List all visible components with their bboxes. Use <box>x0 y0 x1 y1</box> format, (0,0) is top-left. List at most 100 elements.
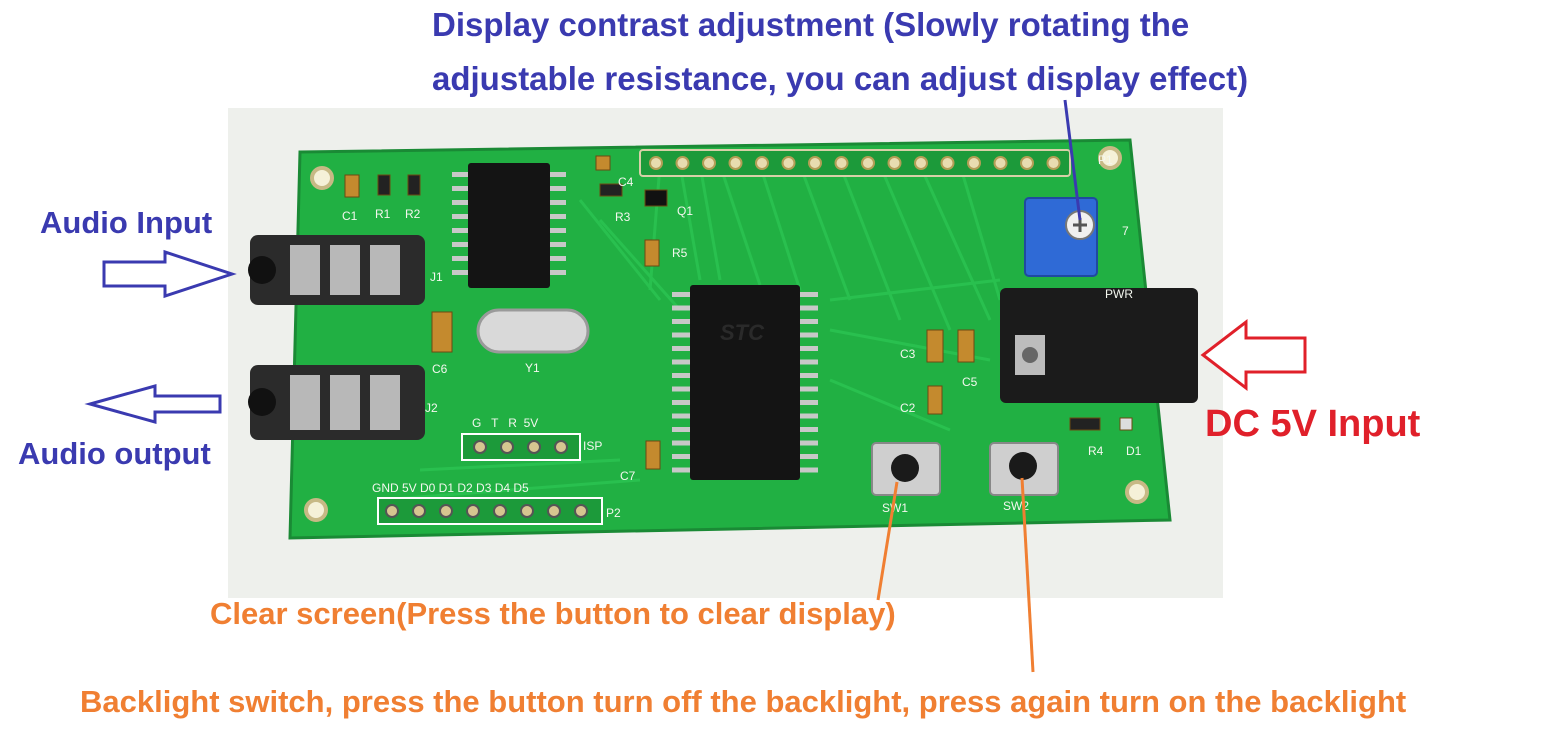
switch-sw1 <box>871 442 941 496</box>
ic-pin <box>452 242 468 247</box>
mcu-pin <box>800 359 818 365</box>
audio-jack-output <box>248 365 425 440</box>
audio-ic <box>468 163 550 288</box>
isp-pin <box>554 440 568 454</box>
mcu-pin <box>672 467 690 473</box>
mcu-pin <box>672 373 690 378</box>
mcu-pin <box>800 454 818 459</box>
p1-pin <box>834 156 849 170</box>
ic-pin <box>550 270 566 275</box>
label-r4: R4 <box>1088 444 1104 458</box>
audio-jack-input <box>248 235 425 305</box>
p2-pin <box>466 504 480 518</box>
ic-pin <box>550 214 566 219</box>
mcu-pin <box>672 359 690 365</box>
mcu-pin <box>672 386 690 392</box>
audio-input-label: Audio Input <box>40 205 213 240</box>
ic-pin <box>550 242 566 247</box>
ic-pins <box>452 172 818 473</box>
mcu-pin <box>800 292 818 297</box>
label-j2: J2 <box>425 401 438 415</box>
mcu-pin <box>672 400 690 405</box>
mcu-pin <box>800 386 818 392</box>
mcu-chip <box>690 285 800 480</box>
ic-pin <box>452 256 468 261</box>
label-y1: Y1 <box>525 361 540 375</box>
label-c1: C1 <box>342 209 358 223</box>
contrast-pointer-line <box>1063 99 1082 221</box>
pcb-traces <box>379 164 1002 502</box>
p1-pin <box>675 156 690 170</box>
label-isp: ISP <box>583 439 602 453</box>
label-sw1: SW1 <box>882 501 908 515</box>
mcu-pin <box>672 319 690 324</box>
header-p1-pins <box>649 156 1061 170</box>
audio-input-arrow <box>102 249 237 299</box>
ic-pin <box>452 186 468 191</box>
p1-pin <box>1046 156 1061 170</box>
ic-pin <box>550 256 566 261</box>
contrast-label-line1: Display contrast adjustment (Slowly rota… <box>432 6 1190 43</box>
mcu-pin <box>800 413 818 419</box>
p1-pin <box>967 156 981 170</box>
p2-pin <box>547 504 561 518</box>
label-p2: P2 <box>606 506 621 520</box>
p1-pin <box>887 156 902 170</box>
mcu-pin <box>800 346 818 351</box>
backlight-pointer-line <box>1020 477 1035 673</box>
ic-pin <box>452 214 468 219</box>
p1-pin <box>755 156 769 170</box>
isp-pin <box>500 440 514 454</box>
mcu-brand-text: STC <box>720 320 765 345</box>
label-c4: C4 <box>618 175 634 189</box>
mcu-pin <box>672 454 690 459</box>
label-c3: C3 <box>900 347 916 361</box>
mcu-pin <box>800 332 818 338</box>
label-p7: 7 <box>1122 224 1129 238</box>
p2-pin <box>493 504 507 518</box>
mcu-pin <box>672 332 690 338</box>
label-j1: J1 <box>430 270 443 284</box>
crystal-y1 <box>476 308 590 354</box>
label-c5: C5 <box>962 375 978 389</box>
audio-output-label: Audio output <box>18 436 211 471</box>
label-r2: R2 <box>405 207 421 221</box>
p2-pin <box>439 504 453 518</box>
contrast-label-line2: adjustable resistance, you can adjust di… <box>432 60 1249 97</box>
header-pins <box>385 440 588 518</box>
label-q1: Q1 <box>677 204 693 218</box>
isp-pin <box>473 440 487 454</box>
p1-pin <box>861 156 875 170</box>
dc-input-label: DC 5V Input <box>1205 403 1421 445</box>
mcu-pin <box>672 292 690 297</box>
mounting-holes <box>304 146 1149 522</box>
smd-components <box>344 155 1133 470</box>
label-p1: P1 <box>1098 153 1113 167</box>
label-r3: R3 <box>615 210 631 224</box>
mcu-pin <box>800 373 818 378</box>
clear-screen-label: Clear screen(Press the button to clear d… <box>210 596 896 631</box>
header-p1 <box>639 149 1071 177</box>
p1-pin <box>649 156 663 170</box>
p1-pin <box>781 156 796 170</box>
ic-pin <box>452 228 468 233</box>
label-pwr: PWR <box>1105 287 1133 301</box>
p2-pin <box>385 504 399 518</box>
ic-pin <box>452 172 468 177</box>
mcu-pin <box>800 427 818 432</box>
ic-pin <box>550 200 566 205</box>
ic-pin <box>452 200 468 205</box>
audio-output-arrow <box>84 384 222 424</box>
mcu-pin <box>800 305 818 311</box>
mcu-pin <box>800 440 818 446</box>
switch-sw2 <box>989 442 1059 496</box>
ic-pin <box>550 228 566 233</box>
label-isp-pins: G T R 5V <box>472 416 538 430</box>
ic-pin <box>550 186 566 191</box>
p1-pin <box>808 156 822 170</box>
mcu-pin <box>672 413 690 419</box>
ic-pin <box>452 270 468 275</box>
mcu-pin <box>672 346 690 351</box>
label-p2-pins: GND 5V D0 D1 D2 D3 D4 D5 <box>372 481 529 495</box>
